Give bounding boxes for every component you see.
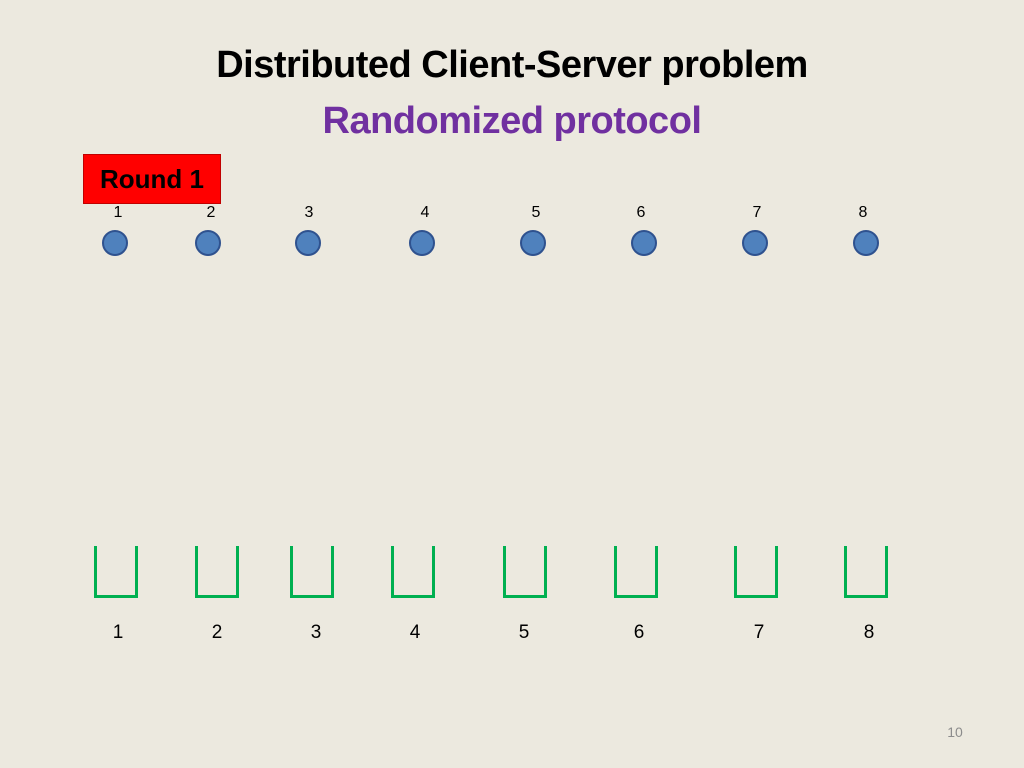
slide-title: Distributed Client-Server problem — [216, 44, 808, 86]
client-label: 8 — [858, 204, 868, 221]
client-label: 3 — [304, 204, 314, 221]
client-label: 1 — [113, 204, 123, 221]
client-node — [102, 230, 128, 256]
server-bin — [94, 546, 138, 598]
client-node — [520, 230, 546, 256]
server-label: 2 — [211, 622, 223, 643]
client-label: 5 — [531, 204, 541, 221]
server-bin — [614, 546, 658, 598]
server-bin — [734, 546, 778, 598]
client-node — [409, 230, 435, 256]
server-bin — [503, 546, 547, 598]
server-label: 7 — [753, 622, 765, 643]
client-label: 4 — [420, 204, 430, 221]
server-label: 5 — [518, 622, 530, 643]
client-node — [742, 230, 768, 256]
client-node — [295, 230, 321, 256]
slide-subtitle: Randomized protocol — [322, 100, 702, 142]
server-label: 1 — [112, 622, 124, 643]
server-label: 8 — [863, 622, 875, 643]
server-bin — [290, 546, 334, 598]
client-node — [853, 230, 879, 256]
server-label: 3 — [310, 622, 322, 643]
server-bin — [391, 546, 435, 598]
client-label: 6 — [636, 204, 646, 221]
server-bin — [844, 546, 888, 598]
server-bin — [195, 546, 239, 598]
server-label: 6 — [633, 622, 645, 643]
page-number: 10 — [947, 724, 963, 740]
client-node — [631, 230, 657, 256]
server-label: 4 — [409, 622, 421, 643]
client-label: 2 — [206, 204, 216, 221]
client-node — [195, 230, 221, 256]
round-label: Round 1 — [83, 154, 221, 204]
client-label: 7 — [752, 204, 762, 221]
